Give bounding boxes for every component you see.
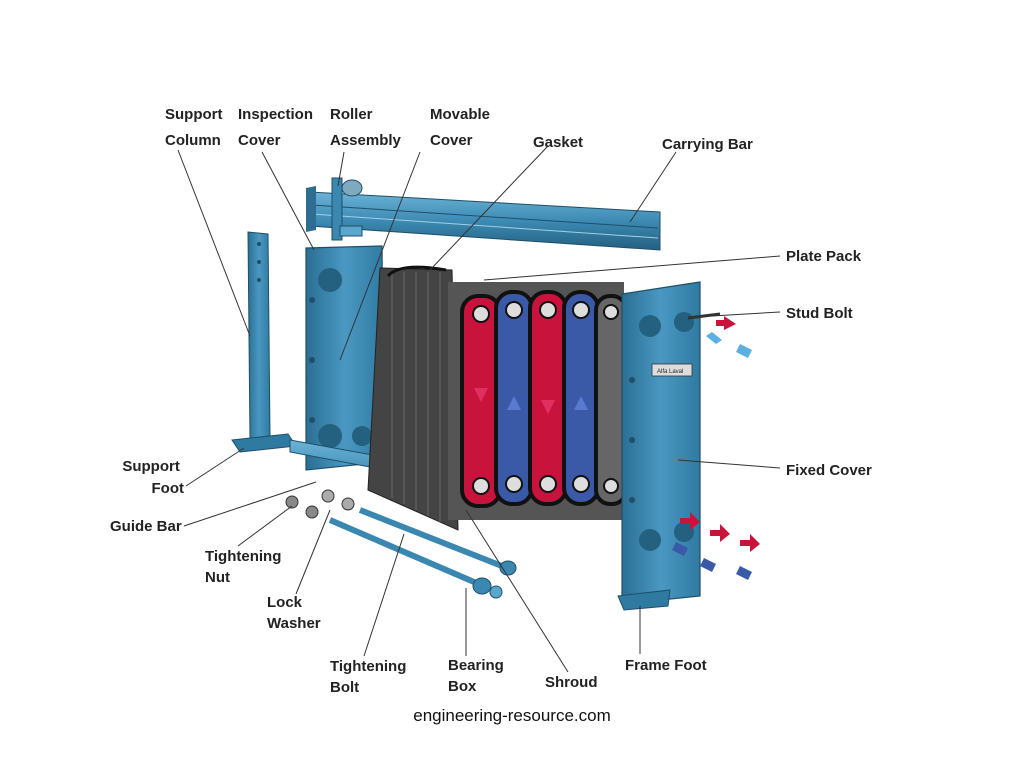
flow-arrows-bottom: [672, 512, 760, 580]
flow-arrows-top: [706, 316, 752, 358]
label-lock-washer: Lock Washer: [267, 594, 321, 632]
hot-inlet-arrow-icon: [740, 534, 760, 552]
gasket: [386, 265, 447, 278]
leader-lines: [177, 145, 781, 673]
flow-arrow-down-icon: [541, 400, 555, 414]
hot-inlet-arrow-icon: [680, 512, 700, 530]
plate-pack: [448, 282, 628, 520]
roller-assembly: [331, 177, 363, 241]
label-support-foot: Support Foot: [122, 458, 184, 497]
label-frame-foot: Frame Foot: [625, 657, 707, 674]
label-movable-cover: Movable Cover: [430, 106, 494, 149]
carrying-bar: [306, 186, 661, 251]
fixed-cover: Alfa Laval: [621, 281, 701, 605]
frame-foot: [617, 589, 671, 611]
movable-cover: [305, 245, 385, 471]
label-guide-bar: Guide Bar: [110, 518, 182, 535]
cold-outlet-arrow-icon: [700, 558, 716, 572]
label-support-column: Support Column: [165, 106, 227, 149]
support-column: [247, 231, 271, 441]
label-carrying-bar: Carrying Bar: [662, 136, 753, 153]
flow-arrow-up-icon: [507, 396, 521, 410]
source-caption: engineering-resource.com: [413, 706, 611, 725]
label-tightening-nut: Tightening Nut: [205, 548, 286, 586]
hot-inlet-arrow-icon: [710, 524, 730, 542]
flow-arrow-up-icon: [574, 396, 588, 410]
hot-inlet-arrow-icon: [716, 316, 736, 330]
cold-outlet-arrow-icon: [736, 566, 752, 580]
cold-outlet-arrow-icon: [672, 542, 688, 556]
label-stud-bolt: Stud Bolt: [786, 305, 853, 322]
label-fixed-cover: Fixed Cover: [786, 462, 872, 479]
stud-bolt: [687, 312, 721, 320]
label-plate-pack: Plate Pack: [786, 248, 862, 265]
labels: Support Column Inspection Cover Roller A…: [110, 106, 872, 696]
label-gasket: Gasket: [533, 134, 583, 151]
brand-badge: Alfa Laval: [657, 369, 683, 375]
plate-hot: [528, 290, 568, 506]
shroud: [367, 267, 459, 531]
cold-outlet-arrow-icon: [706, 332, 722, 344]
flow-arrow-down-icon: [474, 388, 488, 402]
cold-outlet-arrow-icon: [736, 344, 752, 358]
tightening-bolt: [328, 507, 517, 599]
label-inspection-cover: Inspection Cover: [238, 106, 317, 149]
label-bearing-box: Bearing Box: [448, 657, 508, 695]
label-roller-assembly: Roller Assembly: [330, 106, 402, 149]
label-tightening-bolt: Tightening Bolt: [330, 658, 411, 696]
tightening-nut: [285, 495, 319, 519]
label-shroud: Shroud: [545, 674, 598, 691]
lock-washer: [321, 489, 355, 511]
